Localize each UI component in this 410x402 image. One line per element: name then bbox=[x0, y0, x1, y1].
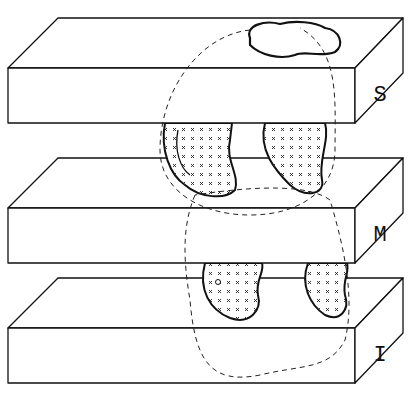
surface-body bbox=[249, 22, 340, 57]
slab-letter: M bbox=[373, 225, 386, 247]
slab-s bbox=[8, 18, 403, 123]
slab-letter: S bbox=[373, 85, 386, 107]
slab-label: I bbox=[369, 341, 391, 371]
slab-label: S bbox=[369, 81, 391, 111]
upper-bodies bbox=[164, 123, 327, 196]
slab-letter: I bbox=[373, 345, 386, 367]
dashed-envelopes bbox=[160, 28, 349, 377]
slab-label: M bbox=[369, 221, 391, 251]
lower-bodies bbox=[203, 263, 348, 320]
